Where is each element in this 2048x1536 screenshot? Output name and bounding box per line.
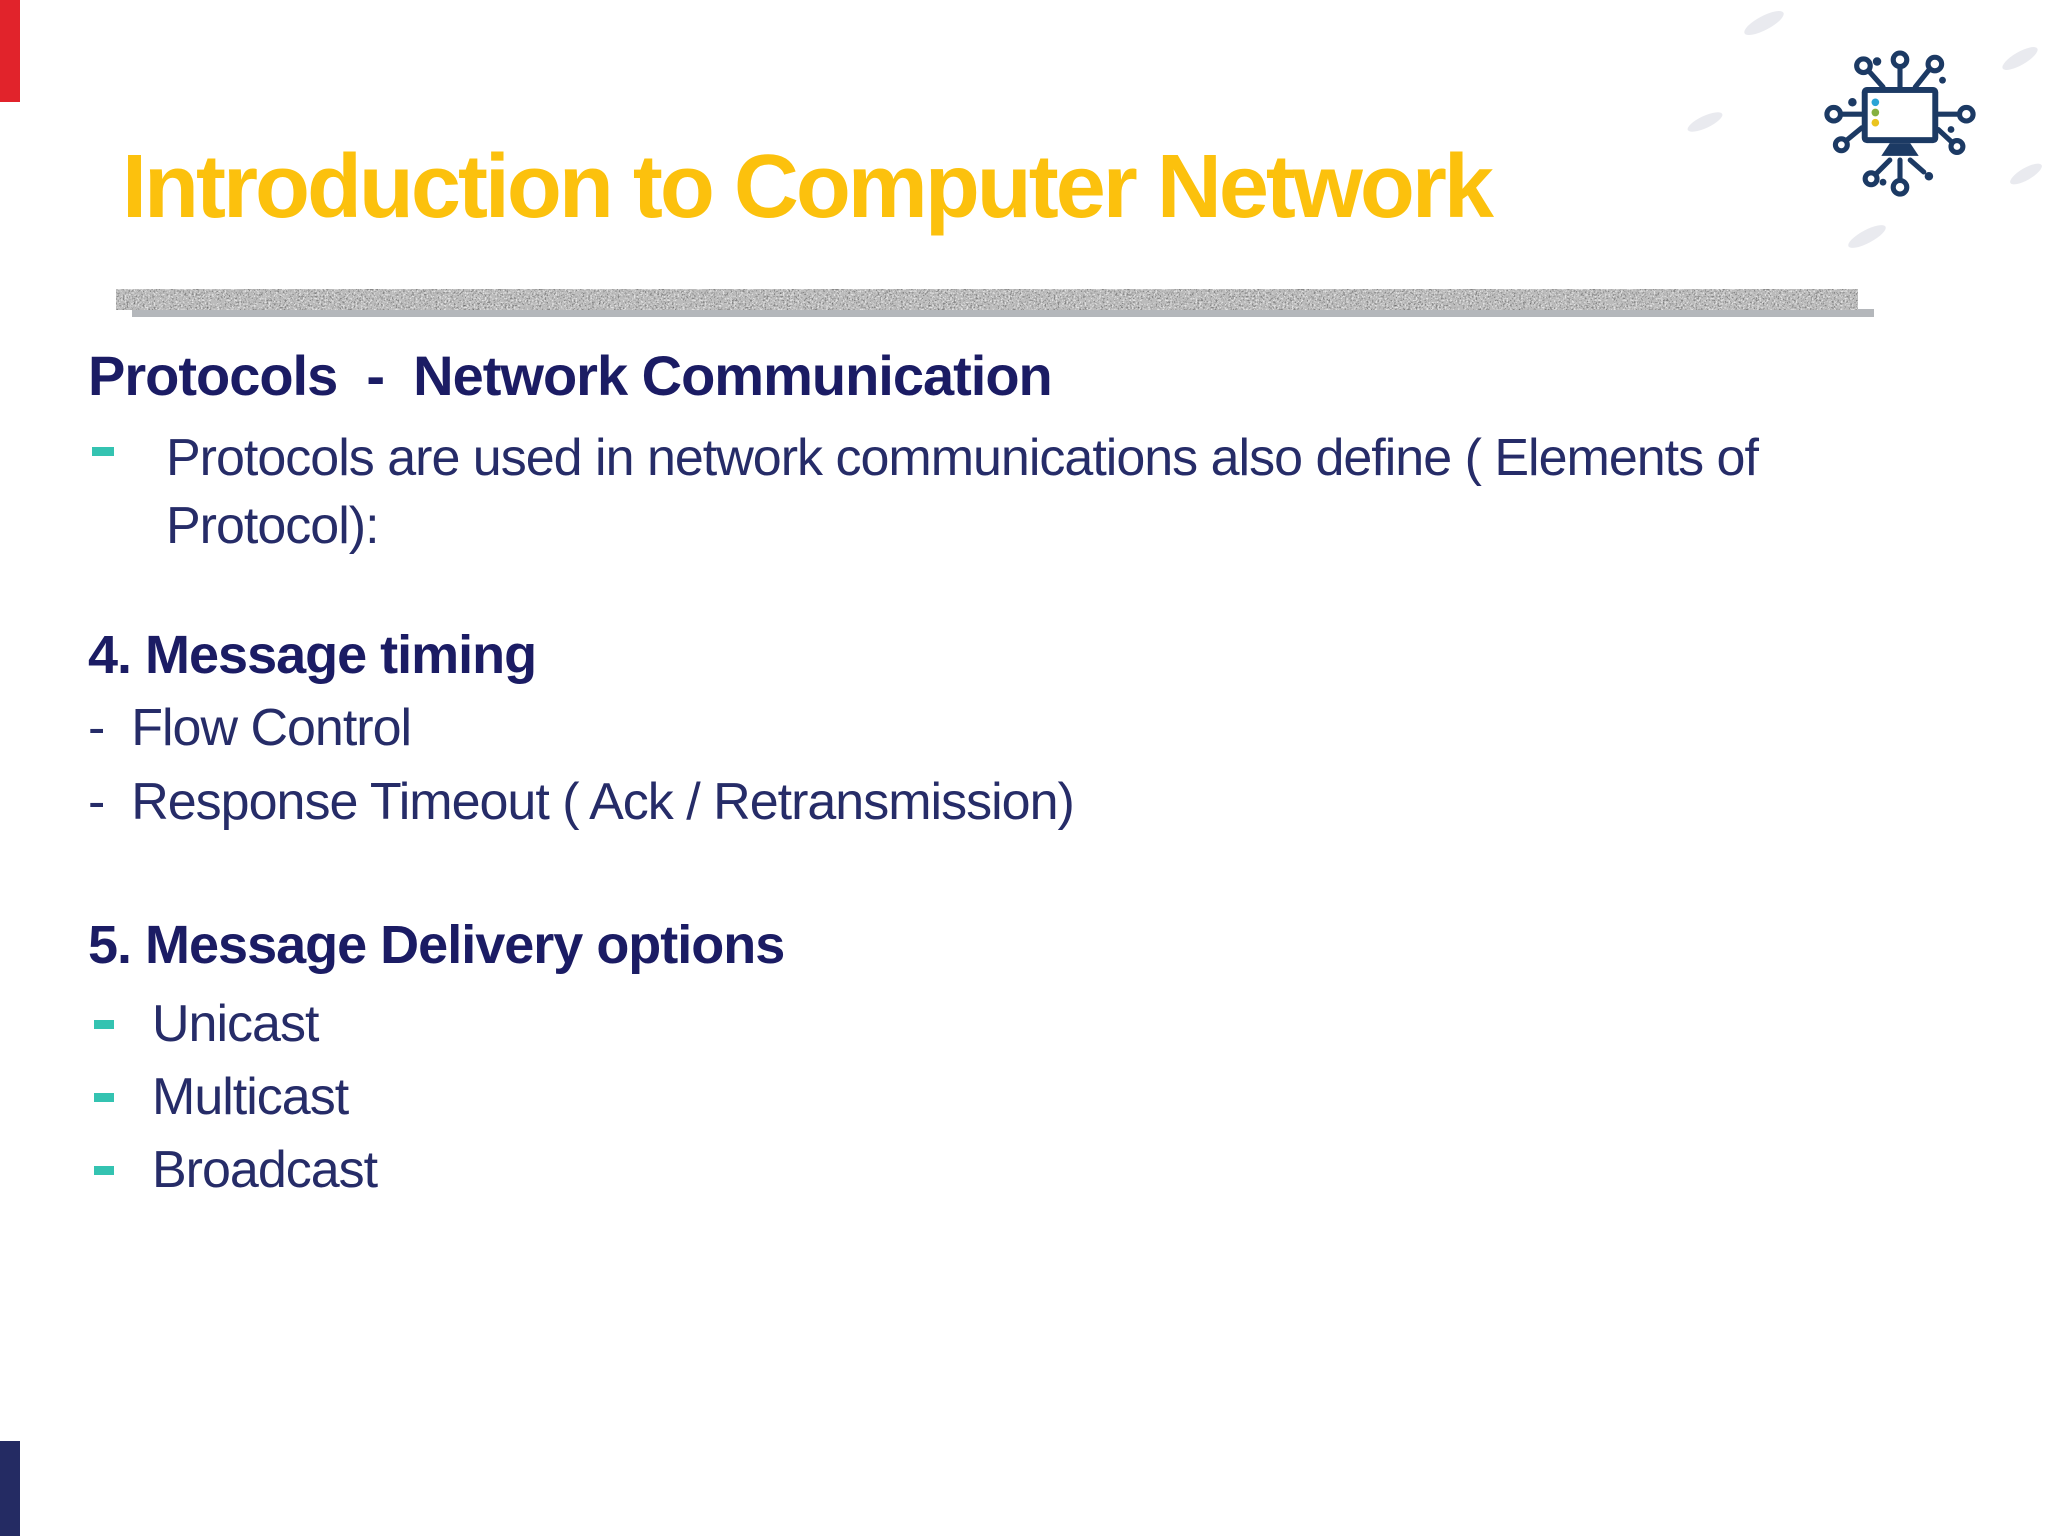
section-heading: Protocols - Network Communication (88, 344, 1053, 407)
bullet-dash-icon (94, 1020, 114, 1029)
watermark-smudge (1741, 6, 1787, 40)
bullet-dash-icon (92, 447, 114, 456)
item5-point-unicast: Unicast (152, 995, 319, 1053)
left-accent-bar-top (0, 0, 20, 102)
item4-point-response-timeout: - Response Timeout ( Ack / Retransmissio… (88, 773, 1075, 831)
slide-title: Introduction to Computer Network (122, 137, 1494, 237)
title-divider (116, 289, 1858, 310)
item4-heading: 4. Message timing (88, 625, 537, 685)
watermark-smudge (1999, 42, 2041, 75)
bullet-dash-icon (94, 1093, 114, 1102)
item5-heading: 5. Message Delivery options (88, 915, 785, 975)
item4-point-flow-control: - Flow Control (88, 699, 412, 757)
item5-point-multicast: Multicast (152, 1068, 349, 1126)
watermark-smudge (2007, 159, 2045, 189)
divider-shadow (132, 309, 1874, 317)
watermark-smudge (1685, 108, 1725, 136)
bullet-dash-icon (94, 1166, 114, 1175)
left-accent-bar-bottom (0, 1441, 20, 1536)
watermark-smudge (1845, 220, 1889, 253)
intro-bullet-text: Protocols are used in network communicat… (166, 429, 1759, 555)
network-computer-icon-svg (1824, 50, 1976, 197)
network-computer-icon (1815, 36, 1985, 206)
item5-point-broadcast: Broadcast (152, 1141, 378, 1199)
